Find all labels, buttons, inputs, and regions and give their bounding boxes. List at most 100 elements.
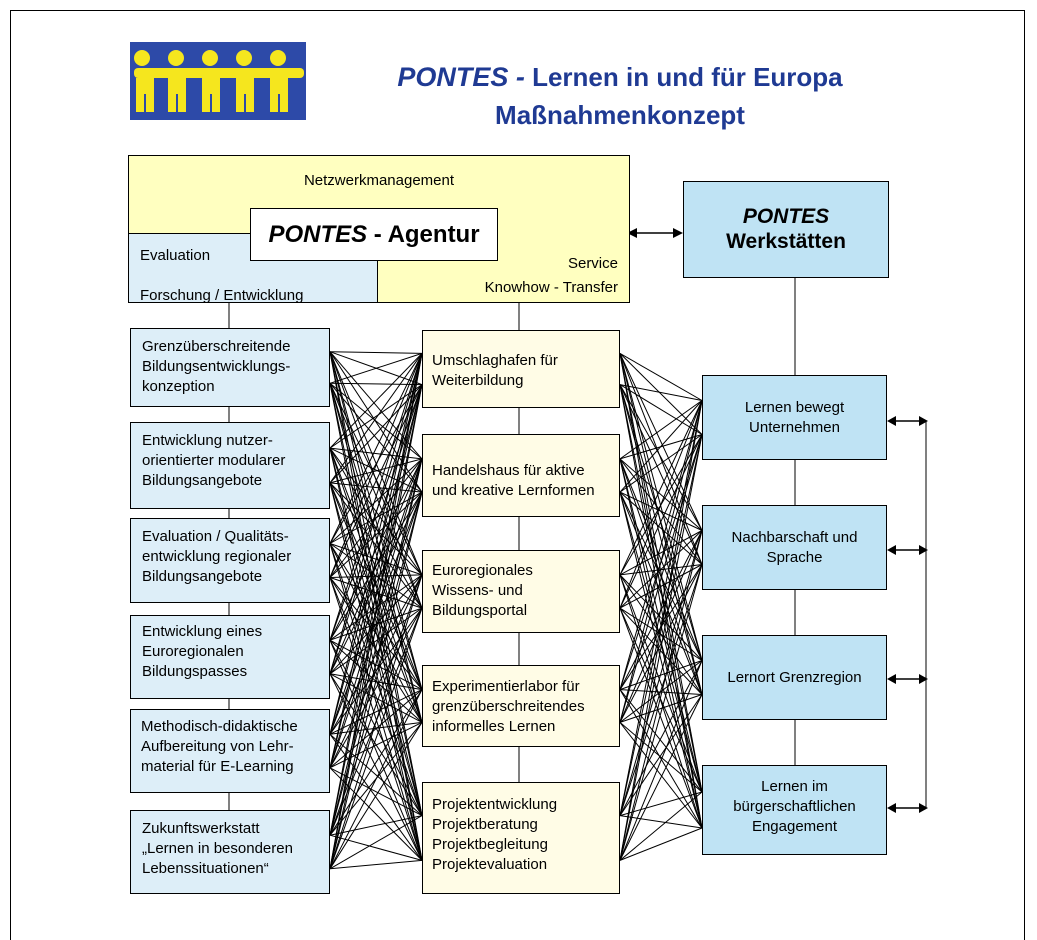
connector-line	[619, 434, 703, 861]
connector-line	[329, 607, 423, 869]
connector-line	[329, 353, 423, 641]
agentur-brand: PONTES	[268, 221, 368, 248]
connector-line	[619, 434, 703, 816]
connector-line	[619, 434, 703, 493]
connector-line	[329, 733, 423, 816]
connector-line	[329, 859, 423, 870]
connector-line	[329, 353, 423, 674]
connector-line	[329, 383, 423, 690]
left-item-line: Methodisch-didaktische	[141, 718, 298, 735]
right-item-line: bürgerschaftlichen	[733, 798, 856, 815]
connector-line	[619, 353, 703, 531]
werkstaetten-label: Werkstätten	[726, 230, 846, 253]
connector-line	[619, 352, 703, 401]
left-item-line: konzeption	[142, 378, 215, 395]
connector-line	[329, 689, 423, 735]
connector-line	[329, 382, 423, 460]
connector-line	[329, 383, 423, 861]
connector-line	[619, 400, 703, 576]
connector-line	[619, 384, 703, 401]
connector-line	[329, 543, 423, 690]
connector-line	[329, 458, 423, 869]
connector-line	[329, 384, 423, 869]
connector-line	[619, 530, 703, 609]
middle-item-line: und kreative Lernformen	[432, 482, 595, 499]
left-item-line: Evaluation / Qualitäts-	[142, 528, 289, 545]
netzwerkmanagement-label: Netzwerkmanagement	[303, 172, 455, 189]
title-brand: PONTES -	[397, 62, 525, 92]
middle-item-line: Bildungsportal	[432, 602, 528, 619]
connector-line	[619, 694, 703, 861]
connector-line	[329, 815, 423, 836]
middle-item-line: Weiterbildung	[432, 372, 524, 389]
right-item-line: Engagement	[751, 818, 838, 835]
connector-line	[329, 834, 423, 861]
connector-line	[329, 447, 423, 690]
connector-line	[329, 351, 423, 690]
connector-line	[619, 491, 703, 829]
left-item: Zukunftswerkstatt „Lernen in besonderen …	[130, 810, 330, 894]
middle-item-line: Experimentierlabor für	[432, 678, 580, 695]
connector-line	[329, 458, 423, 836]
forschung-label: Forschung / Entwicklung	[140, 287, 304, 304]
left-item-line: Entwicklung nutzer-	[142, 432, 273, 449]
middle-item: Euroregionales Wissens- und Bildungsport…	[422, 550, 620, 633]
connector-line	[619, 400, 703, 816]
right-item-line: Lernen im	[761, 778, 828, 795]
connector-line	[329, 384, 423, 544]
connector-line	[329, 491, 423, 869]
left-item-line: material für E-Learning	[141, 758, 294, 775]
title-line-2: Maßnahmenkonzept	[495, 100, 745, 130]
right-item: Lernen bewegt Unternehmen	[702, 375, 887, 460]
connector-line	[329, 574, 423, 836]
connector-line	[619, 458, 703, 531]
connector-line	[329, 447, 423, 816]
connector-line	[329, 482, 423, 493]
right-item-line: Lernen bewegt	[744, 399, 845, 416]
left-item-line: Bildungsangebote	[142, 472, 263, 489]
middle-item-line: Wissens- und	[432, 582, 523, 599]
connector-line	[619, 574, 703, 661]
left-item-line: entwicklung regionaler	[142, 548, 292, 565]
connector-line	[619, 660, 703, 691]
connector-line	[619, 564, 703, 609]
left-item-line: „Lernen in besonderen	[142, 840, 293, 857]
middle-item: Experimentierlabor für grenzüberschreite…	[422, 665, 620, 747]
werkstaetten-brand: PONTES	[742, 205, 830, 228]
connector-line	[329, 458, 423, 544]
connector-line	[619, 530, 703, 861]
middle-item-line: Projektbegleitung	[432, 836, 548, 853]
middle-item-line: Projektentwicklung	[432, 796, 558, 813]
left-item-line: Bildungsentwicklungs-	[142, 358, 291, 375]
right-item: Nachbarschaft und Sprache	[702, 505, 887, 590]
left-item: Evaluation / Qualitäts- entwicklung regi…	[130, 518, 330, 603]
connector-line	[619, 564, 703, 723]
left-item: Grenzüberschreitende Bildungsentwicklung…	[130, 328, 330, 407]
connector-line	[329, 353, 423, 578]
werkstaetten-box: PONTES Werkstätten	[683, 181, 889, 278]
connector-line	[619, 607, 703, 695]
connector-line	[619, 607, 703, 661]
connector-line	[619, 353, 703, 661]
connector-line	[329, 574, 423, 869]
connector-line	[619, 815, 703, 829]
left-item-line: orientierter modularer	[142, 452, 286, 469]
middle-item-line: Projektberatung	[432, 816, 538, 833]
connector-line	[619, 400, 703, 723]
middle-item-line: Euroregionales	[432, 562, 533, 579]
middle-item-line: Umschlaghafen für	[432, 352, 558, 369]
connector-line	[619, 722, 703, 829]
title-rest: Lernen in und für Europa	[524, 62, 843, 92]
left-item-line: Zukunftswerkstatt	[142, 820, 260, 837]
middle-item-line: Projektevaluation	[432, 856, 548, 873]
connector-line	[329, 351, 423, 493]
right-item-line: Sprache	[766, 549, 823, 566]
connector-line	[329, 384, 423, 768]
connector-line	[619, 400, 703, 609]
left-item-line: Lebenssituationen“	[142, 860, 269, 877]
connector-line	[619, 564, 703, 861]
connector-line	[619, 607, 703, 793]
connector-line	[329, 482, 423, 723]
connector-line	[329, 383, 423, 576]
